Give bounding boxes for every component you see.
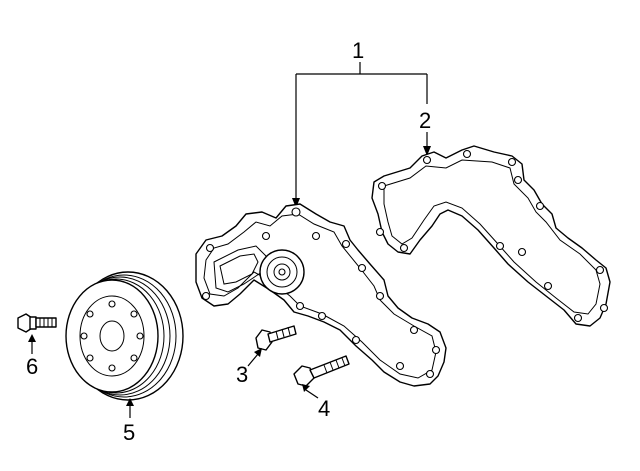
bolt-3 xyxy=(255,325,297,351)
callout-label-3: 3 xyxy=(236,362,248,387)
callout-label-6: 6 xyxy=(26,354,38,379)
callout-label-5: 5 xyxy=(123,420,135,445)
callout-label-2: 2 xyxy=(419,108,431,133)
callout-2-leader xyxy=(423,132,431,156)
bolt-4 xyxy=(293,355,350,387)
callout-4-leader xyxy=(302,384,319,399)
water-pump xyxy=(195,203,447,387)
callout-6-leader xyxy=(28,334,36,354)
callout-5-leader xyxy=(126,398,134,418)
gasket xyxy=(371,145,611,327)
bolt-6 xyxy=(17,313,57,333)
callout-1-leader xyxy=(292,62,428,208)
pulley xyxy=(65,271,184,401)
callout-3-leader xyxy=(247,348,262,367)
callout-label-1: 1 xyxy=(352,38,364,63)
callout-label-4: 4 xyxy=(318,396,330,421)
